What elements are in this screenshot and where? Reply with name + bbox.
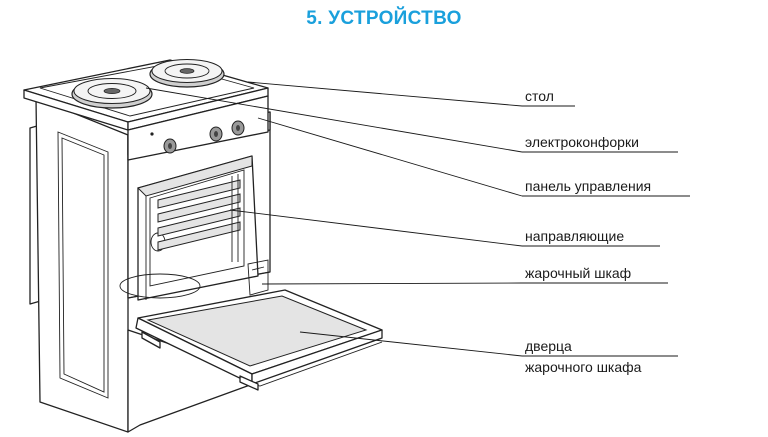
burner-front: [71, 78, 153, 109]
label-burners: электроконфорки: [525, 134, 639, 150]
burner-back: [149, 59, 225, 88]
label-oven: жарочный шкаф: [525, 265, 631, 281]
page-title: 5. УСТРОЙСТВО: [306, 8, 462, 29]
label-door-line1: дверца: [525, 338, 572, 354]
oven-door: [135, 289, 383, 391]
leader-lines: [145, 81, 690, 357]
control-knobs: [163, 120, 245, 154]
label-control-panel: панель управления: [525, 178, 651, 194]
label-door-line2: жарочного шкафа: [525, 359, 642, 375]
label-guides: направляющие: [525, 228, 624, 244]
label-table: стол: [525, 88, 554, 104]
stove-illustration: [23, 59, 383, 433]
shelf-guides: [157, 174, 241, 262]
